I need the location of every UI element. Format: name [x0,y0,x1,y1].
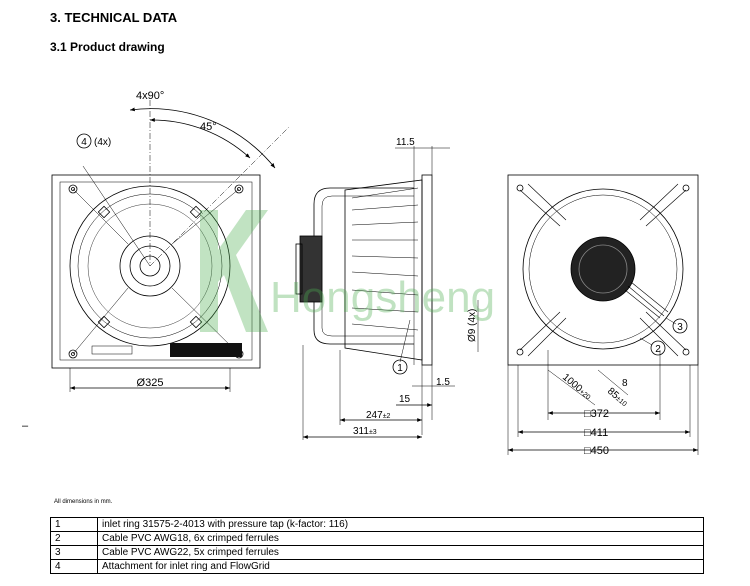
part-description: Attachment for inlet ring and FlowGrid [97,559,704,574]
dimensions-note: All dimensions in mm. [54,499,113,505]
angle-45-label: 45° [200,121,217,133]
dim-diameter-325: Ø325 [137,377,164,389]
callout-2-circle [650,340,666,356]
part-number: 3 [50,545,98,560]
dim-8: 8 [622,378,628,389]
rear-plate [507,174,699,366]
dim-85: 85±10 [605,386,630,409]
part-number: 2 [50,531,98,546]
callout-3-circle [672,318,688,334]
dim-311: 311±3 [353,426,377,437]
angle-4x90-label: 4x90° [136,90,164,102]
section-title: 3. TECHNICAL DATA [50,10,178,25]
watermark-text: Hongsheng [270,273,495,322]
dim-450: □450 [584,445,609,457]
callout-4-circle [76,133,92,149]
dim-372: □372 [584,408,609,420]
dim-11-5: 11.5 [396,137,415,148]
part-description: Cable PVC AWG18, 6x crimped ferrules [97,531,704,546]
rear-view [507,174,699,455]
table-row: 1 inlet ring 31575-2-4013 with pressure … [50,517,704,532]
table-row: 4 Attachment for inlet ring and FlowGrid [50,559,704,574]
callout-1-circle [392,359,408,375]
dim-411: □411 [584,427,608,439]
margin-dash: – [22,420,29,432]
watermark-logo: Hongsheng [200,210,495,332]
front-view [51,100,291,392]
part-description: inlet ring 31575-2-4013 with pressure ta… [97,517,704,532]
callout-1: 1 [397,363,403,374]
subsection-title: 3.1 Product drawing [50,40,165,54]
front-plate [51,174,261,369]
callout-2: 2 [655,344,661,355]
callout-4: 4 [81,137,87,148]
side-view [295,146,479,440]
callout-4-suffix: (4x) [94,137,111,148]
dim-1-5: 1.5 [436,377,450,388]
part-description: Cable PVC AWG22, 5x crimped ferrules [97,545,704,560]
dim-247: 247±2 [366,410,391,421]
table-row: 2 Cable PVC AWG18, 6x crimped ferrules [50,531,704,546]
table-row: 3 Cable PVC AWG22, 5x crimped ferrules [50,545,704,560]
part-number: 4 [50,559,98,574]
parts-table: 1 inlet ring 31575-2-4013 with pressure … [50,517,704,574]
callout-3: 3 [677,322,683,333]
dim-cable-1000: 1000+20 [560,372,593,402]
part-number: 1 [50,517,98,532]
dim-15: 15 [399,394,411,405]
side-plate [421,174,433,366]
dim-hole-9: Ø9 (4x) [467,309,478,342]
